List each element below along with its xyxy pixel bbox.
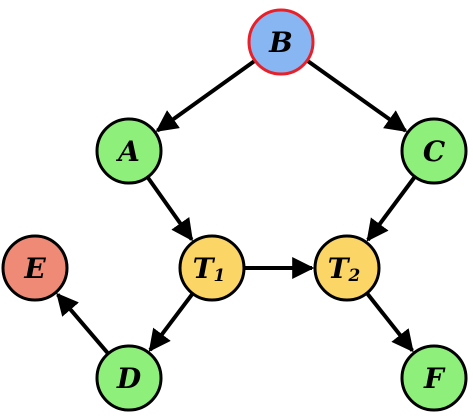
edge-b-to-c bbox=[306, 59, 408, 133]
node-c-label: C bbox=[423, 135, 446, 168]
edge-b-to-a bbox=[155, 59, 256, 133]
node-d-label: D bbox=[116, 362, 142, 395]
node-f: F bbox=[400, 344, 468, 412]
node-d: D bbox=[95, 344, 163, 412]
edge-d-to-e bbox=[56, 292, 110, 355]
node-e: E bbox=[1, 234, 69, 302]
node-t2: T2 bbox=[313, 234, 381, 302]
node-t1: T1 bbox=[178, 234, 246, 302]
node-c-circle bbox=[400, 117, 468, 185]
edge-c-to-t2 bbox=[366, 176, 416, 242]
node-b-label: B bbox=[268, 26, 293, 59]
edge-a-to-t1 bbox=[146, 176, 194, 242]
node-f-label: F bbox=[423, 362, 446, 395]
node-a-label: A bbox=[115, 135, 140, 168]
node-d-circle bbox=[95, 344, 163, 412]
node-t2-label: T2 bbox=[328, 252, 361, 286]
node-t2-circle bbox=[313, 234, 381, 302]
node-b: B bbox=[247, 8, 315, 76]
node-a: A bbox=[95, 117, 163, 185]
node-b-circle bbox=[247, 8, 315, 76]
edges bbox=[56, 59, 416, 355]
node-e-circle bbox=[1, 234, 69, 302]
node-e-label: E bbox=[23, 252, 46, 285]
node-a-circle bbox=[95, 117, 163, 185]
node-c: C bbox=[400, 117, 468, 185]
node-t1-circle bbox=[178, 234, 246, 302]
node-t1-label: T1 bbox=[193, 252, 226, 286]
edge-t1-to-d bbox=[148, 293, 194, 352]
edge-t2-to-f bbox=[365, 292, 414, 353]
nodes: B A C T1 T2 E D F bbox=[1, 8, 468, 412]
node-f-circle bbox=[400, 344, 468, 412]
